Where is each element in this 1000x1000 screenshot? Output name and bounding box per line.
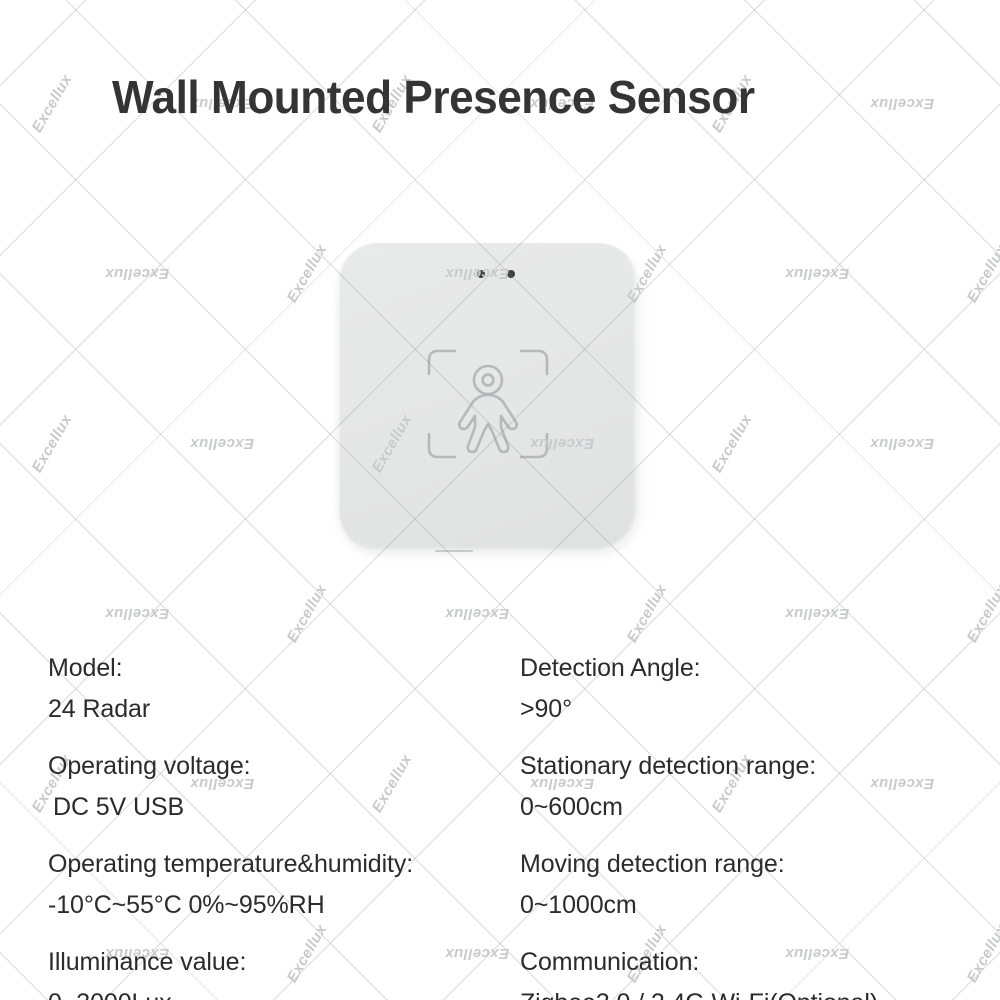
spec-value: DC 5V USB (53, 793, 185, 821)
walking-person-in-focus-frame-icon (427, 349, 549, 459)
page-title: Wall Mounted Presence Sensor (112, 71, 755, 123)
spec-label: Operating voltage: (48, 752, 251, 780)
spec-value: 0~1000cm (520, 891, 637, 919)
spec-group: Communication: Zigbee3.0 / 2.4G Wi-Fi(Opt… (520, 942, 990, 1000)
watermark-text: Excellux (623, 581, 671, 646)
spec-group: Model: 24 Radar (48, 648, 518, 730)
watermark-text: Excellux (190, 435, 255, 452)
spec-value: Zigbee3.0 / 2.4G Wi-Fi(Optional) (520, 983, 990, 1000)
watermark-text: Excellux (963, 241, 1000, 306)
spec-value: 24 Radar (48, 695, 151, 723)
watermark-text: Excellux (28, 411, 76, 476)
watermark-text: Excellux (870, 95, 935, 112)
watermark-text: Excellux (963, 581, 1000, 646)
watermark-text: Excellux (870, 435, 935, 452)
light-sensor-icon (507, 270, 515, 278)
spec-label: Moving detection range: (520, 850, 785, 878)
spec-value: >90° (520, 695, 573, 723)
spec-value: -10°C~55°C 0%~95%RH (48, 891, 325, 919)
device-front-face (338, 243, 638, 552)
watermark-text: Excellux (28, 71, 76, 136)
presence-sensor-device (330, 236, 650, 566)
spec-label: Operating temperature&humidity: (48, 850, 414, 878)
watermark-text: Excellux (283, 241, 331, 306)
watermark-text: Excellux (785, 605, 850, 622)
spec-label: Stationary detection range: (520, 752, 817, 780)
spec-value: 0~3000Lux (48, 983, 518, 1000)
spec-group: Detection Angle: >90° (520, 648, 990, 730)
spec-group: Operating voltage: DC 5V USB (48, 746, 518, 828)
watermark-text: Excellux (708, 411, 756, 476)
spec-group: Illuminance value: 0~3000Lux (48, 942, 518, 1000)
device-body (338, 243, 638, 552)
spec-group: Stationary detection range: 0~600cm (520, 746, 990, 828)
watermark-text: Excellux (105, 265, 170, 282)
spec-group: Operating temperature&humidity: -10°C~55°… (48, 844, 518, 926)
spec-label: Model: (48, 654, 123, 682)
led-indicator-icon (477, 270, 485, 278)
specs-column-right: Detection Angle: >90° Stationary detection… (520, 648, 990, 1000)
spec-label: Illuminance value: (48, 948, 247, 976)
spec-label: Communication: (520, 948, 700, 976)
usb-port-slot (435, 550, 473, 552)
watermark-text: Excellux (105, 605, 170, 622)
spec-value: 0~600cm (520, 793, 623, 821)
watermark-text: Excellux (283, 581, 331, 646)
spec-group: Moving detection range: 0~1000cm (520, 844, 990, 926)
spec-label: Detection Angle: (520, 654, 701, 682)
watermark-text: Excellux (445, 605, 510, 622)
watermark-text: Excellux (785, 265, 850, 282)
